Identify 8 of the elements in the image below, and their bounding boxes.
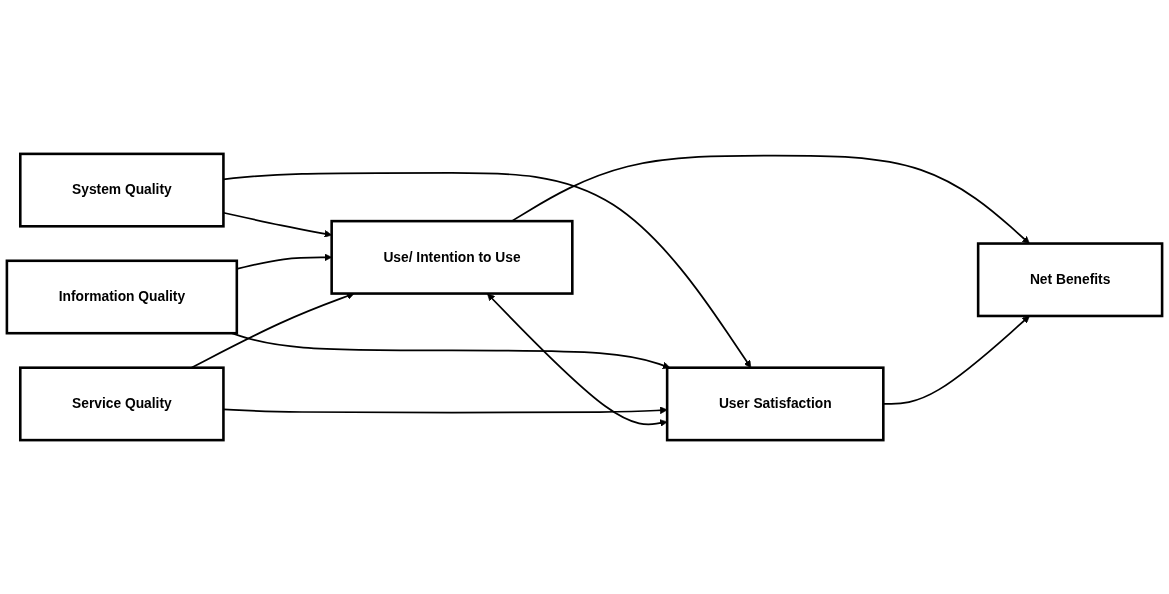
- node-box: User Satisfaction: [665, 366, 885, 442]
- node-box: Use/ Intention to Use: [330, 219, 574, 295]
- node-box: System Quality: [19, 152, 225, 228]
- node-box: Net Benefits: [976, 242, 1164, 318]
- node-box: Service Quality: [19, 366, 225, 442]
- node-box: Information Quality: [5, 259, 239, 335]
- arrow: [487, 293, 668, 427]
- arrow: [510, 154, 1030, 244]
